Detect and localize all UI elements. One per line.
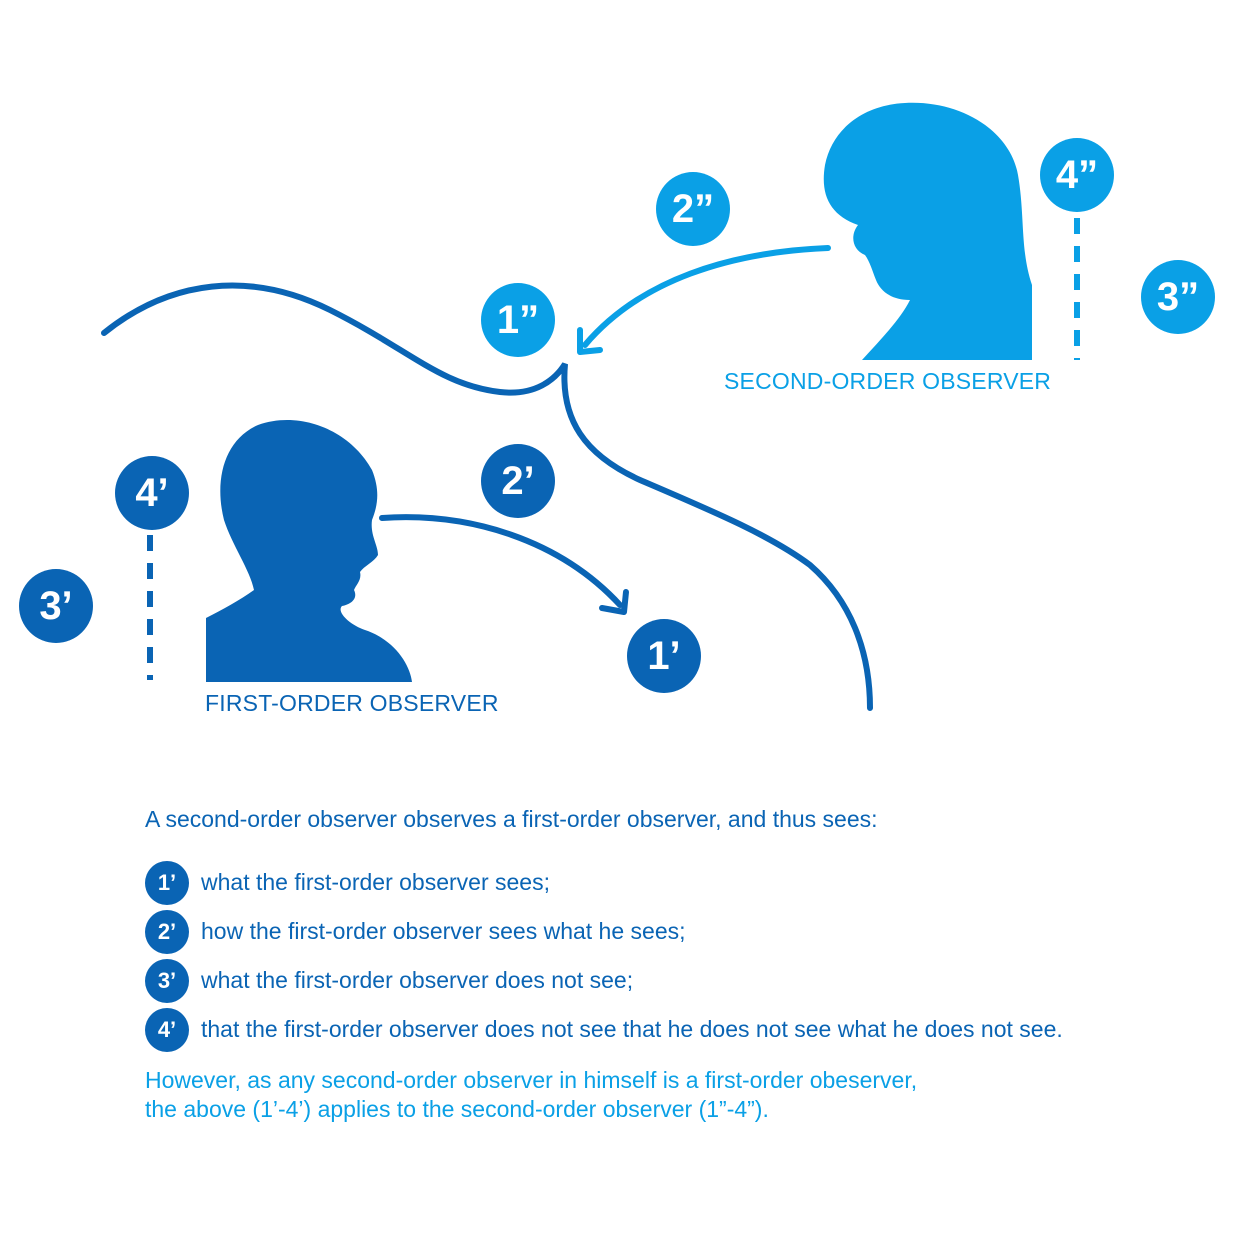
list-item: 1’ what the first-order observer sees;: [145, 858, 1205, 907]
list-item: 4’ that the first-order observer does no…: [145, 1005, 1205, 1054]
list-item: 2’ how the first-order observer sees wha…: [145, 907, 1205, 956]
explanation-text: A second-order observer observes a first…: [145, 802, 1205, 1124]
distinction-curve: [101, 282, 873, 711]
list-badge: 2’: [145, 909, 189, 954]
badge-3-prime: 3’: [19, 569, 93, 643]
list-item-text: that the first-order observer does not s…: [201, 1016, 1063, 1042]
badge-1-double-prime: 1”: [481, 283, 555, 357]
first-order-arrow: [379, 514, 623, 608]
second-order-arrow: [582, 245, 831, 348]
second-order-observer-label: SECOND-ORDER OBSERVER: [724, 368, 1052, 394]
badge-4-double-prime: 4”: [1040, 138, 1114, 212]
note-line-2: the above (1’-4’) applies to the second-…: [145, 1096, 769, 1122]
badge-2-prime: 2’: [481, 444, 555, 518]
first-order-head-silhouette: [206, 420, 412, 682]
badge-1-prime: 1’: [627, 619, 701, 693]
badge-4-prime: 4’: [115, 456, 189, 530]
list-item-text: what the first-order observer does not s…: [201, 967, 634, 993]
first-order-observer-label: FIRST-ORDER OBSERVER: [205, 690, 499, 716]
list-item-text: how the first-order observer sees what h…: [201, 918, 686, 944]
diagram-lines: [101, 102, 1080, 711]
intro-text: A second-order observer observes a first…: [145, 806, 878, 832]
list-item: 3’ what the first-order observer does no…: [145, 956, 1205, 1005]
list-badge: 4’: [145, 1007, 189, 1052]
badge-2-double-prime: 2”: [656, 172, 730, 246]
note-text: However, as any second-order observer in…: [145, 1066, 1205, 1124]
second-order-head-silhouette: [823, 102, 1032, 360]
note-line-1: However, as any second-order observer in…: [145, 1067, 918, 1093]
list-badge: 3’: [145, 958, 189, 1003]
list-badge: 1’: [145, 860, 189, 905]
observer-diagram: 4’ 3’ 2’ 1’ 2” 1” 4” 3” FIRST-ORDER OBSE…: [19, 102, 1215, 716]
list-item-text: what the first-order observer sees;: [201, 869, 550, 895]
badge-3-double-prime: 3”: [1141, 260, 1215, 334]
observation-list: 1’ what the first-order observer sees; 2…: [145, 858, 1205, 1054]
